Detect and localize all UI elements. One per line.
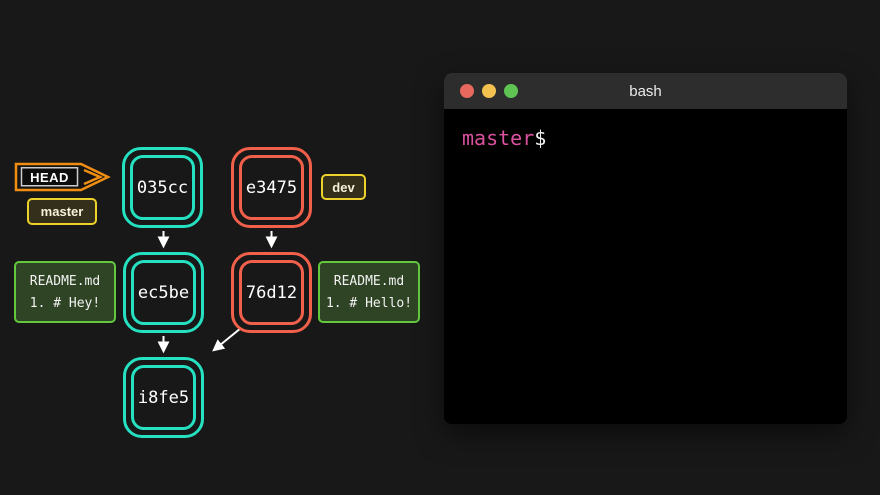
branch-label-dev: dev <box>321 174 366 200</box>
zoom-button[interactable] <box>504 84 518 98</box>
window-controls <box>460 84 518 98</box>
minimize-button[interactable] <box>482 84 496 98</box>
commit-node-i8fe5: i8fe5 <box>123 357 204 438</box>
terminal-titlebar[interactable]: bash <box>444 73 847 109</box>
file-box-readme-hello: README.md 1. # Hello! <box>318 261 420 323</box>
head-label: HEAD <box>30 169 69 185</box>
commit-node-e3475: e3475 <box>231 147 312 228</box>
file-content: 1. # Hello! <box>325 295 413 311</box>
prompt-symbol: $ <box>534 126 547 150</box>
file-name: README.md <box>29 273 101 289</box>
commit-node-ec5be: ec5be <box>123 252 204 333</box>
commit-id: 035cc <box>130 155 195 220</box>
terminal-title: bash <box>629 82 662 100</box>
branch-master-text: master <box>40 204 84 219</box>
commit-id: ec5be <box>131 260 196 325</box>
terminal-input-area[interactable]: master$ <box>444 109 847 424</box>
commit-id: 76d12 <box>239 260 304 325</box>
commit-node-76d12: 76d12 <box>231 252 312 333</box>
branch-label-master: master <box>27 198 97 225</box>
file-box-readme-hey: README.md 1. # Hey! <box>14 261 116 323</box>
arrow-76d12-to-i8fe5 <box>212 327 242 352</box>
commit-id: i8fe5 <box>131 365 196 430</box>
commit-id: e3475 <box>239 155 304 220</box>
branch-dev-text: dev <box>332 179 355 195</box>
file-name: README.md <box>333 273 405 289</box>
prompt-branch: master <box>462 126 535 150</box>
head-arrow-shape <box>14 162 111 192</box>
terminal-window: bash master$ <box>444 73 847 424</box>
file-content: 1. # Hey! <box>29 295 101 311</box>
close-button[interactable] <box>460 84 474 98</box>
head-pointer: HEAD <box>14 162 112 192</box>
commit-node-035cc: 035cc <box>122 147 203 228</box>
